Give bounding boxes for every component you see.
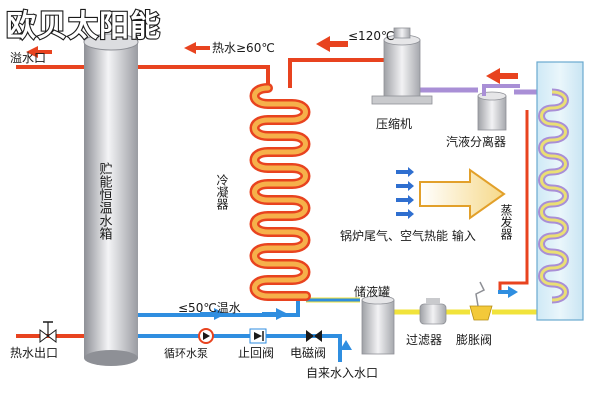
check-valve-label: 止回阀 — [238, 346, 274, 360]
arrow-right-icon — [396, 167, 414, 177]
pump-label: 循环水泵 — [164, 347, 208, 360]
blue-flow-arrows — [200, 286, 518, 350]
evaporator-coil — [538, 88, 569, 304]
condenser-label: 冷凝器 — [215, 174, 229, 211]
solenoid-valve-icon — [306, 330, 322, 342]
arrow-right-icon — [396, 209, 414, 219]
tank-title: 贮能恒温水箱 — [97, 162, 113, 240]
compressor-discharge-pipe — [288, 58, 384, 88]
arrow-up-icon — [340, 340, 352, 350]
solenoid-valve-label: 电磁阀 — [290, 345, 326, 360]
arrow-right-icon — [498, 286, 518, 298]
expansion-valve — [469, 281, 493, 321]
hot-water-pipe — [138, 65, 270, 88]
watermark-logo-text: 欧贝太阳能 — [6, 9, 161, 44]
arrow-right-icon — [396, 195, 414, 205]
outlet-label: 热水出口 — [10, 346, 58, 360]
inlet-label: 自来水入水口 — [306, 366, 378, 380]
arrow-right-icon — [200, 308, 226, 320]
evaporator-feed-pipe — [498, 110, 529, 293]
arrow-left-icon — [26, 46, 52, 58]
receiver-label: 储液罐 — [354, 284, 390, 299]
arrow-left-icon — [486, 68, 518, 84]
arrow-right-icon — [396, 181, 414, 191]
expansion-valve-label: 膨胀阀 — [456, 333, 492, 347]
arrow-left-icon — [184, 42, 210, 54]
condenser-coil — [249, 83, 311, 301]
compressor-label: 压缩机 — [376, 116, 412, 131]
flow-arrows — [26, 36, 518, 84]
compressor-temp-label: ≤120℃ — [348, 29, 394, 43]
liquid-receiver — [361, 295, 395, 355]
outlet-valve-icon — [39, 321, 57, 343]
evaporator-label: 蒸发器 — [499, 204, 513, 241]
heat-input-big-arrow — [419, 168, 506, 220]
heat-input-arrows — [396, 167, 414, 219]
hot-water-label: 热水≥60℃ — [212, 41, 275, 55]
overflow-label: 溢水口 — [10, 51, 46, 65]
separator-label: 汽液分离器 — [446, 134, 506, 149]
return-water-label: ≤50℃温水 — [178, 301, 241, 315]
filter — [419, 298, 447, 325]
circulation-pump-icon — [198, 328, 214, 344]
arrow-left-icon — [316, 36, 348, 52]
cold-water-pipe — [138, 300, 300, 317]
storage-tank — [83, 33, 139, 366]
gas-liquid-separator — [477, 84, 520, 131]
compressor — [371, 27, 433, 105]
check-valve-icon — [249, 328, 267, 344]
arrow-right-icon — [262, 308, 288, 320]
filter-label: 过滤器 — [406, 333, 442, 347]
heat-source-label: 锅炉尾气、空气热能 输入 — [340, 228, 476, 243]
